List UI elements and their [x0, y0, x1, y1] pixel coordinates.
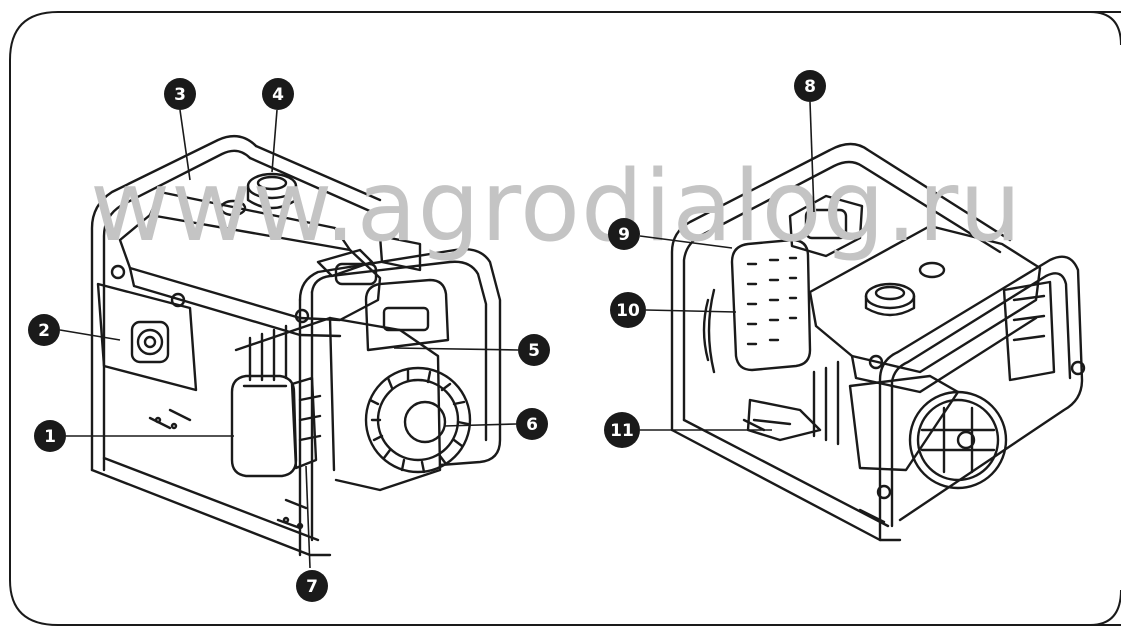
generator-left [90, 134, 502, 557]
svg-text:2: 2 [38, 321, 50, 341]
callout-1: 1 [34, 420, 66, 452]
svg-text:4: 4 [272, 85, 284, 105]
svg-text:5: 5 [528, 341, 540, 361]
diagram-frame [9, 11, 1121, 626]
callout-8: 8 [794, 70, 826, 102]
callout-7: 7 [296, 570, 328, 602]
watermark-text: www.agrodialog.ru [90, 150, 1022, 264]
svg-text:7: 7 [306, 577, 318, 597]
callout-9: 9 [608, 218, 640, 250]
svg-text:10: 10 [616, 301, 640, 321]
callout-10: 10 [610, 292, 646, 328]
svg-text:1: 1 [44, 427, 56, 447]
callout-4: 4 [262, 78, 294, 110]
svg-text:6: 6 [526, 415, 538, 435]
svg-text:11: 11 [610, 421, 634, 441]
generator-right [670, 142, 1086, 542]
callout-5: 5 [518, 334, 550, 366]
callout-2: 2 [28, 314, 60, 346]
callout-11: 11 [604, 412, 640, 448]
callout-3: 3 [164, 78, 196, 110]
svg-text:3: 3 [174, 85, 186, 105]
svg-text:8: 8 [804, 77, 816, 97]
callout-leaders [59, 101, 815, 569]
callout-6: 6 [516, 408, 548, 440]
frame-right-corner [1089, 11, 1121, 626]
svg-text:9: 9 [618, 225, 630, 245]
